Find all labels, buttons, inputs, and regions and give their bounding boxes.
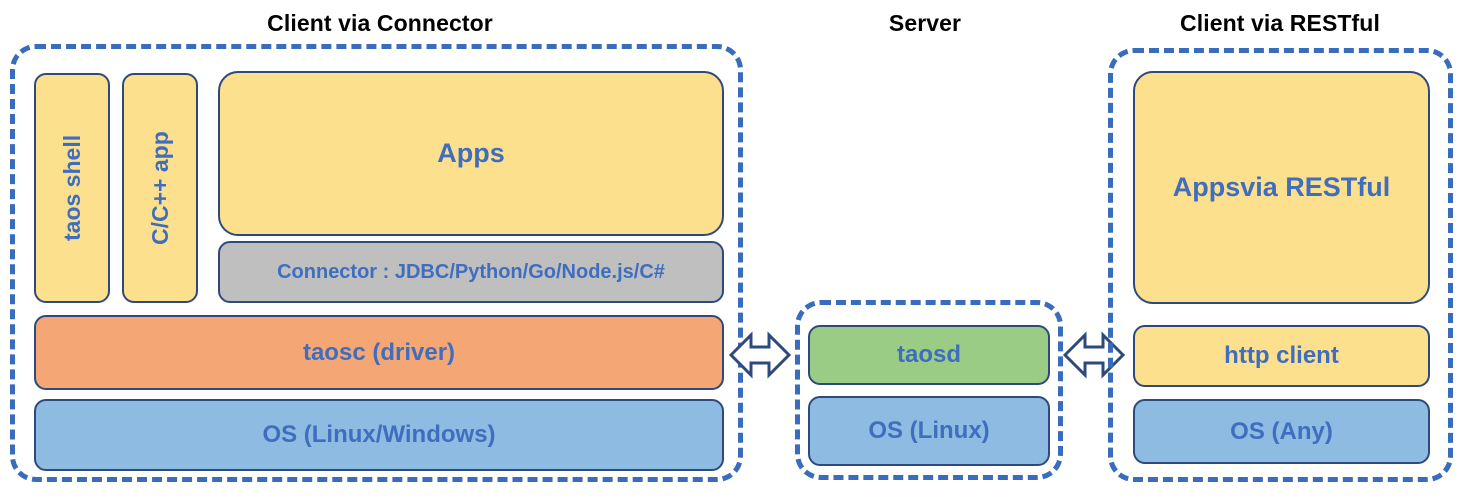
box-c-cpp-app[interactable]: C/C++ app	[122, 73, 198, 303]
box-os-linux[interactable]: OS (Linux)	[808, 396, 1050, 466]
box-apps[interactable]: Apps	[218, 71, 724, 236]
box-apps-via-restful[interactable]: Apps via RESTful	[1133, 71, 1430, 304]
box-connector-libraries[interactable]: Connector : JDBC/Python/Go/Node.js/C#	[218, 241, 724, 303]
double-headed-arrow-icon-connector-to-server	[729, 326, 791, 384]
box-os-any[interactable]: OS (Any)	[1133, 399, 1430, 464]
box-http-client[interactable]: http client	[1133, 325, 1430, 387]
panel-server	[795, 300, 1063, 480]
box-taosd[interactable]: taosd	[808, 325, 1050, 385]
heading-server: Server	[888, 10, 962, 36]
box-taos-shell[interactable]: taos shell	[34, 73, 110, 303]
box-apps-via-restful-sublabel: via RESTful	[1240, 172, 1391, 203]
box-taosc-driver[interactable]: taosc (driver)	[34, 315, 724, 390]
panel-client-via-connector	[10, 44, 743, 482]
box-os-linux-windows[interactable]: OS (Linux/Windows)	[34, 399, 724, 471]
heading-client-via-restful: Client via RESTful	[1180, 10, 1380, 36]
heading-client-via-connector: Client via Connector	[267, 10, 493, 36]
panel-client-via-restful	[1108, 48, 1453, 482]
box-apps-via-restful-label: Apps	[1172, 172, 1241, 203]
